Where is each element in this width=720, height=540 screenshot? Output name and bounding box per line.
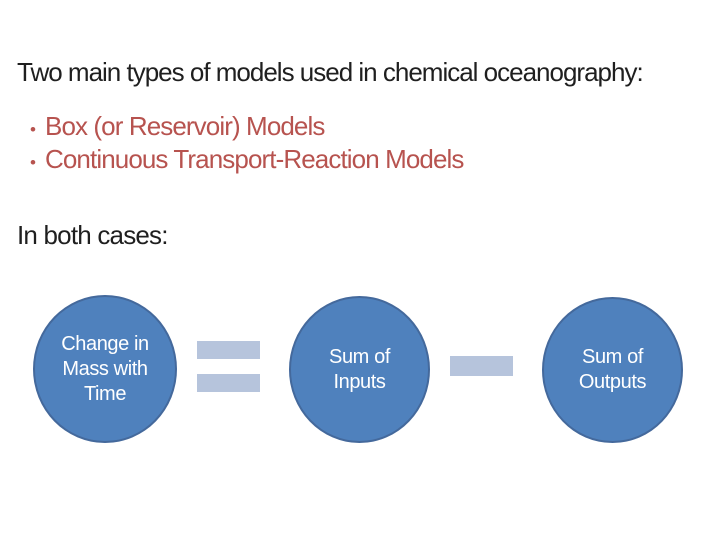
minus-icon	[450, 356, 513, 376]
slide-title: Two main types of models used in chemica…	[17, 57, 644, 87]
bullet-item-box-models: • Box (or Reservoir) Models	[30, 111, 464, 144]
bullet-dot-icon: •	[30, 120, 36, 139]
minus-bar	[450, 356, 513, 376]
bullet-label: Continuous Transport-Reaction Models	[45, 144, 464, 174]
equals-icon	[197, 341, 260, 392]
bullet-dot-icon: •	[30, 153, 36, 172]
circle-change-in-mass: Change in Mass with Time	[33, 295, 177, 443]
circle-label: Sum of Outputs	[578, 346, 647, 393]
circle-label: Change in Mass with Time	[61, 332, 149, 405]
bullet-label: Box (or Reservoir) Models	[45, 111, 325, 141]
bullet-item-continuous-models: • Continuous Transport-Reaction Models	[30, 144, 464, 177]
circle-sum-of-inputs: Sum of Inputs	[289, 296, 430, 443]
bullet-list: • Box (or Reservoir) Models • Continuous…	[30, 111, 464, 177]
equals-bar-bottom	[197, 374, 260, 392]
circle-label: Sum of Inputs	[329, 345, 390, 393]
subheading: In both cases:	[17, 220, 168, 250]
circle-sum-of-outputs: Sum of Outputs	[542, 297, 683, 443]
equals-bar-top	[197, 341, 260, 359]
